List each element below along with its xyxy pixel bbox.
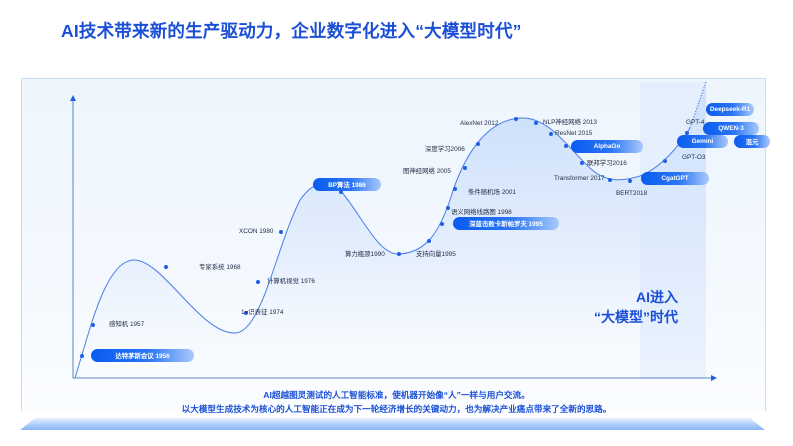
milestone-federated-learning: 联邦学习2016 — [587, 160, 627, 167]
curve-area — [75, 82, 706, 378]
milestone-compute-bottleneck: 算力瓶颈1990 — [345, 251, 385, 258]
milestone-computer-vision: 计算机视觉 1976 — [267, 278, 315, 285]
milestone-perceptron: 感知机 1957 — [109, 321, 145, 328]
y-axis-arrow-icon — [70, 95, 76, 101]
milestone-expert-system: 专家系统 1968 — [199, 264, 241, 271]
milestone-svm: 支持向量1995 — [416, 251, 456, 258]
milestone-resnet: ResNet 2015 — [555, 130, 593, 137]
milestone-gnn: 图神经网络 2005 — [403, 168, 451, 175]
milestone-xcon: XCON 1980 — [239, 228, 274, 235]
milestone-crf: 条件随机场 2001 — [468, 189, 516, 196]
milestone-pill-alphago: AlphaGo — [571, 140, 643, 153]
milestone-pill-qwen3: QWEN-3 — [703, 122, 759, 135]
caption-line-1: AI超越图灵测试的人工智能标准，使机器开始像“人”一样与用户交流。 — [263, 390, 530, 400]
milestone-semantic-web: 语义网络线路图 1998 — [451, 209, 512, 216]
milestone-pill-gemini: Gemini — [677, 135, 728, 148]
milestone-pill-hunyuan: 混元 — [734, 135, 770, 148]
milestone-alexnet: AlexNet 2012 — [460, 120, 499, 127]
milestone-deep-learning: 深度学习2006 — [425, 146, 465, 153]
milestone-pill-dartmouth: 达特茅斯会议 1956 — [91, 349, 194, 362]
era-band — [640, 82, 706, 378]
milestone-pill-bp-algorithm: BP算法 1986 — [313, 178, 381, 191]
milestone-pill-deepseek-r1: Deepseek-R1 — [706, 103, 754, 116]
milestone-dots — [80, 117, 689, 358]
milestone-gpt-4: GPT-4 — [686, 119, 705, 126]
milestone-knowledge-representation: 1=识表征 1974 — [241, 309, 284, 316]
milestone-pill-deep-blue: 深蓝击败卡斯帕罗夫 1995 — [453, 217, 559, 230]
era-heading-line2: “大模型”时代 — [594, 309, 678, 325]
platform-base — [20, 418, 765, 430]
era-heading-line1: AI进入 — [636, 289, 678, 305]
x-axis-arrow-icon — [711, 375, 717, 381]
milestone-nlp-nn: NLP神经网络 2013 — [543, 119, 597, 126]
page-title: AI技术带来新的生产驱动力，企业数字化进入“大模型时代” — [61, 21, 522, 41]
ai-development-curve — [74, 117, 691, 379]
milestone-transformer: Transformer 2017 — [554, 175, 605, 182]
era-heading: AI进入 “大模型”时代 — [580, 287, 678, 327]
caption-line-2: 以大模型生成技术为核心的人工智能正在成为下一轮经济增长的关键动力，也为解决产业痛… — [181, 404, 612, 414]
milestone-gpt-o3: GPT-O3 — [682, 154, 706, 161]
milestone-pill-chatgpt: CgatGPT — [641, 172, 709, 185]
milestone-bert: BERT2018 — [616, 190, 648, 197]
